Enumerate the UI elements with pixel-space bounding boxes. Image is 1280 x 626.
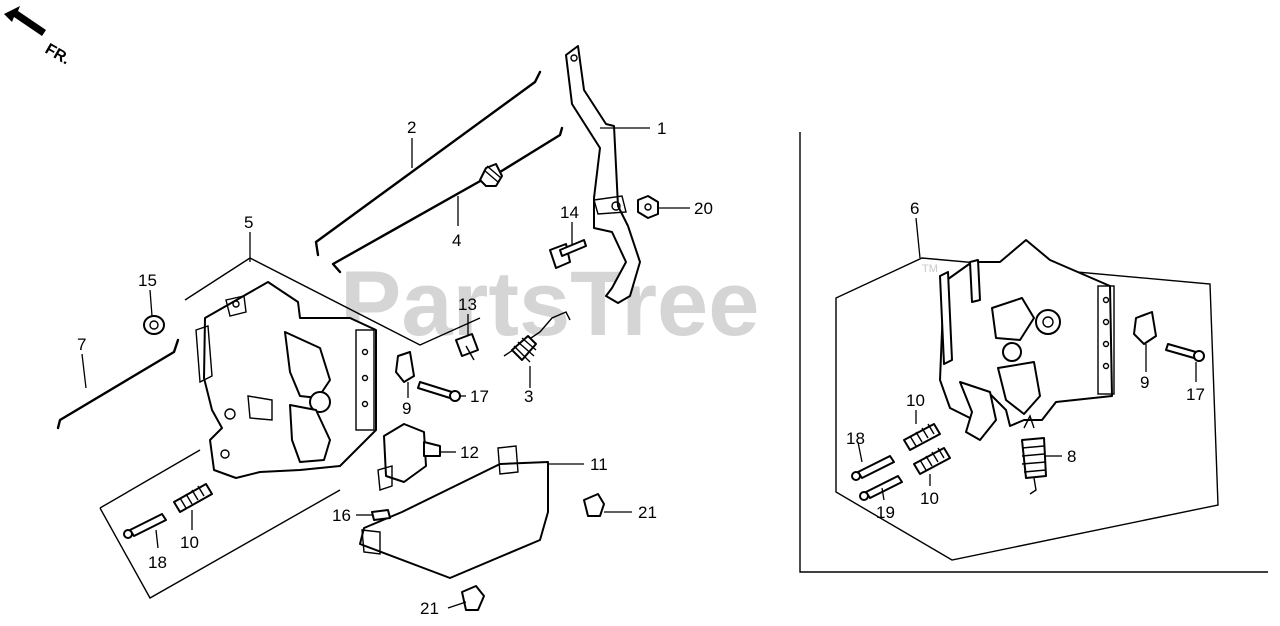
callout-17-left: 17 [470, 387, 489, 406]
adjuster-spring-lower [913, 447, 951, 475]
cover-screw [371, 509, 391, 521]
callout-4: 4 [452, 231, 461, 250]
front-arrow-icon [4, 6, 46, 36]
callout-labels: 1 2 3 4 5 6 7 8 9 9 10 10 10 11 12 13 14… [77, 118, 1205, 618]
callout-1: 1 [657, 119, 666, 138]
callout-6: 6 [910, 199, 919, 218]
assembly-frame [799, 132, 1268, 573]
front-direction-label: FR. [42, 41, 73, 69]
callout-10-lower: 10 [920, 489, 939, 508]
choke-rod [314, 70, 542, 257]
watermark-tm: TM [922, 263, 938, 275]
pivot-bolt [455, 333, 479, 361]
callout-9-right: 9 [1140, 373, 1149, 392]
wire-clip-left [395, 351, 415, 383]
callout-18-right: 18 [846, 429, 865, 448]
wire-clip-right [1133, 311, 1157, 345]
cable-grommet [143, 315, 165, 335]
adjuster-screw-left [123, 513, 167, 539]
governor-spring [503, 311, 571, 363]
adjuster-spring-upper [903, 423, 941, 451]
flange-bolt-left [417, 381, 461, 402]
callout-2: 2 [407, 118, 416, 137]
control-cover [359, 445, 549, 579]
callout-14: 14 [560, 203, 579, 222]
throttle-rod [331, 126, 564, 274]
flange-bolt-right [1165, 343, 1205, 362]
callout-10-upper: 10 [906, 391, 925, 410]
governor-spring-right [1021, 414, 1047, 495]
callout-3: 3 [524, 387, 533, 406]
callout-16: 16 [332, 506, 351, 525]
callout-7: 7 [77, 335, 86, 354]
cover-bolt-bottom [461, 585, 485, 611]
stop-rod [56, 338, 180, 430]
callout-11: 11 [590, 455, 608, 474]
control-base-assembly [939, 239, 1115, 441]
control-base-plate [195, 281, 377, 479]
right-assembly-outline [835, 257, 1219, 561]
adjuster-screw-right [851, 455, 895, 481]
callout-17-right: 17 [1186, 385, 1205, 404]
cover-bolt-right [583, 493, 605, 517]
adjuster-screw-long [859, 475, 903, 501]
callout-15: 15 [138, 271, 157, 290]
callout-5: 5 [244, 213, 253, 232]
callout-21-bottom: 21 [420, 599, 439, 618]
adjuster-spring-left [173, 483, 213, 513]
callout-10-left: 10 [180, 533, 199, 552]
callout-19: 19 [876, 503, 895, 522]
left-assembly-outline [99, 257, 481, 599]
stop-switch [377, 423, 441, 491]
lever-nut [637, 195, 659, 219]
callout-12: 12 [460, 443, 479, 462]
clip-bolt [549, 239, 587, 269]
callout-13: 13 [458, 295, 477, 314]
callout-20: 20 [694, 199, 713, 218]
callout-8: 8 [1067, 447, 1076, 466]
callout-18-left: 18 [148, 553, 167, 572]
control-lever [565, 45, 641, 304]
callout-9-left: 9 [402, 399, 411, 418]
watermark: PartsTree [340, 253, 759, 355]
leader-lines [81, 127, 1197, 609]
callout-21-right: 21 [638, 503, 657, 522]
